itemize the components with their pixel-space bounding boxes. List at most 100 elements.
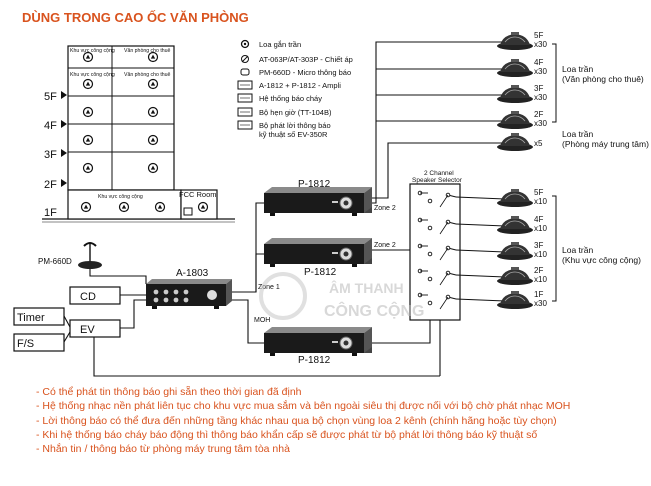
notes-list: - Có thể phát tin thông báo ghi sẵn theo…: [36, 385, 636, 456]
floor-speaker-icon: [154, 201, 166, 213]
amp-mid-label: P-1812: [304, 267, 337, 278]
mic-label: PM-660D: [38, 257, 72, 266]
watermark-line1: ÂM THANH: [329, 279, 404, 296]
amp-top-label: P-1812: [298, 179, 331, 190]
attenuator-icon: [241, 55, 249, 63]
floor-speaker-icon: [147, 134, 159, 146]
ceiling-speaker-icon: [496, 31, 534, 51]
speaker-floor-label: 1F: [534, 290, 543, 299]
ev-label: EV: [80, 324, 95, 336]
zone-left-label: Khu vực công cộng: [98, 194, 143, 200]
office-brace: [552, 43, 557, 123]
zone-left-label: Khu vực công cộng: [70, 72, 115, 78]
legend-label: PM-660D - Micro thông báo: [259, 68, 351, 77]
note-item: - Nhắn tin / thông báo từ phòng máy trun…: [36, 443, 290, 456]
speaker-floor-label: 3F: [534, 241, 543, 250]
speaker-qty-label: x30: [534, 119, 547, 128]
speaker-qty-label: x30: [534, 67, 547, 76]
speaker-qty-label: x10: [534, 197, 547, 206]
zone-left-label: Khu vực công cộng: [70, 48, 115, 54]
zone2-top-label: Zone 2: [374, 205, 396, 212]
ev-icon: [237, 120, 253, 130]
microphone-icon: [240, 68, 250, 76]
microphone-icon: [78, 242, 102, 269]
ceiling-speaker-icon: [496, 290, 534, 310]
ceiling-speaker-icon: [496, 241, 534, 261]
note-item: - Hệ thống nhạc nền phát liên tục cho kh…: [36, 400, 571, 413]
floor-label: 1F: [44, 207, 57, 219]
page-title: DÙNG TRONG CAO ỐC VĂN PHÒNG: [22, 10, 249, 25]
floor-arrow-icon: [61, 91, 67, 99]
fcc-device: [183, 207, 193, 216]
note-item: - Lời thông báo có thể đưa đến những tần…: [36, 414, 557, 427]
office-group-label: Loa trần(Văn phòng cho thuê): [562, 64, 644, 84]
floor-speaker-icon: [82, 162, 94, 174]
floor-arrow-icon: [61, 120, 67, 128]
floor-speaker-icon: [118, 201, 130, 213]
timer-icon: [237, 107, 253, 117]
selector-label: 2 Channel Speaker Selector: [412, 170, 463, 184]
selector-switches: [417, 190, 506, 310]
floor-speaker-icon: [82, 134, 94, 146]
legend-label: kỹ thuật số EV-350R: [259, 130, 328, 139]
floor-speaker-icon: [147, 162, 159, 174]
floor-arrow-icon: [61, 179, 67, 187]
legend-label: Loa gắn trần: [259, 40, 301, 49]
zone1-label: Zone 1: [258, 284, 280, 291]
ceiling-speaker-icon: [496, 266, 534, 286]
ceiling-speaker-icon: [496, 132, 534, 152]
note-item: - Có thể phát tin thông báo ghi sẵn theo…: [36, 386, 302, 398]
speaker-qty-label: x10: [534, 224, 547, 233]
fcc-speaker-icon: [197, 201, 209, 213]
public-group-label: Loa trần(Khu vực công cộng): [562, 245, 641, 265]
floor-label: 3F: [44, 149, 57, 161]
floor-speaker-icon: [147, 78, 159, 90]
cd-label: CD: [80, 291, 96, 303]
speaker-qty-label: x5: [534, 139, 543, 148]
speaker-floor-label: 4F: [534, 58, 543, 67]
ceiling-speaker-icon: [240, 39, 250, 49]
zone-right-label: Văn phòng cho thuê: [124, 48, 171, 54]
amplifier-icon: [237, 80, 253, 90]
amplifier-middle: [263, 237, 373, 268]
floor-speaker-icon: [82, 106, 94, 118]
watermark: ÂM THANH CÔNG CỘNG: [259, 272, 424, 320]
fs-label: F/S: [17, 338, 34, 350]
amplifier-bottom: [263, 326, 373, 357]
moh-label: MOH: [254, 317, 270, 324]
speaker-qty-label: x10: [534, 275, 547, 284]
fire-alarm-icon: [237, 93, 253, 103]
mixer-label: A-1803: [176, 268, 209, 279]
legend-label: Bộ phát lời thông báo: [259, 121, 331, 130]
mixer-a1803: [146, 279, 232, 309]
legend-label: A-1812 + P-1812 - Ampli: [259, 81, 341, 90]
floor-arrow-icon: [61, 149, 67, 157]
speaker-qty-label: x30: [534, 299, 547, 308]
ceiling-speaker-icon: [496, 58, 534, 78]
speaker-floor-label: 5F: [534, 31, 543, 40]
legend-label: Hệ thống báo cháy: [259, 94, 322, 103]
fs-box: [13, 333, 65, 352]
legend-label: Bộ hẹn giờ (TT-104B): [259, 108, 332, 117]
amp-bottom-label: P-1812: [298, 355, 331, 366]
floor-label: 2F: [44, 179, 57, 191]
timer-label: Timer: [17, 312, 45, 324]
zone2-mid-label: Zone 2: [374, 242, 396, 249]
speaker-floor-label: 4F: [534, 215, 543, 224]
central-group-label: Loa trần(Phòng máy trung tâm): [562, 129, 649, 149]
floor-speaker-icon: [82, 78, 94, 90]
speaker-floor-label: 2F: [534, 266, 543, 275]
public-brace: [552, 195, 557, 302]
floor-label: 5F: [44, 91, 57, 103]
ceiling-speaker-icon: [496, 215, 534, 235]
speaker-floor-label: 5F: [534, 188, 543, 197]
watermark-line2: CÔNG CỘNG: [324, 301, 424, 320]
note-item: - Khi hệ thống báo cháy báo động thì thô…: [36, 428, 538, 441]
speaker-qty-label: x30: [534, 93, 547, 102]
